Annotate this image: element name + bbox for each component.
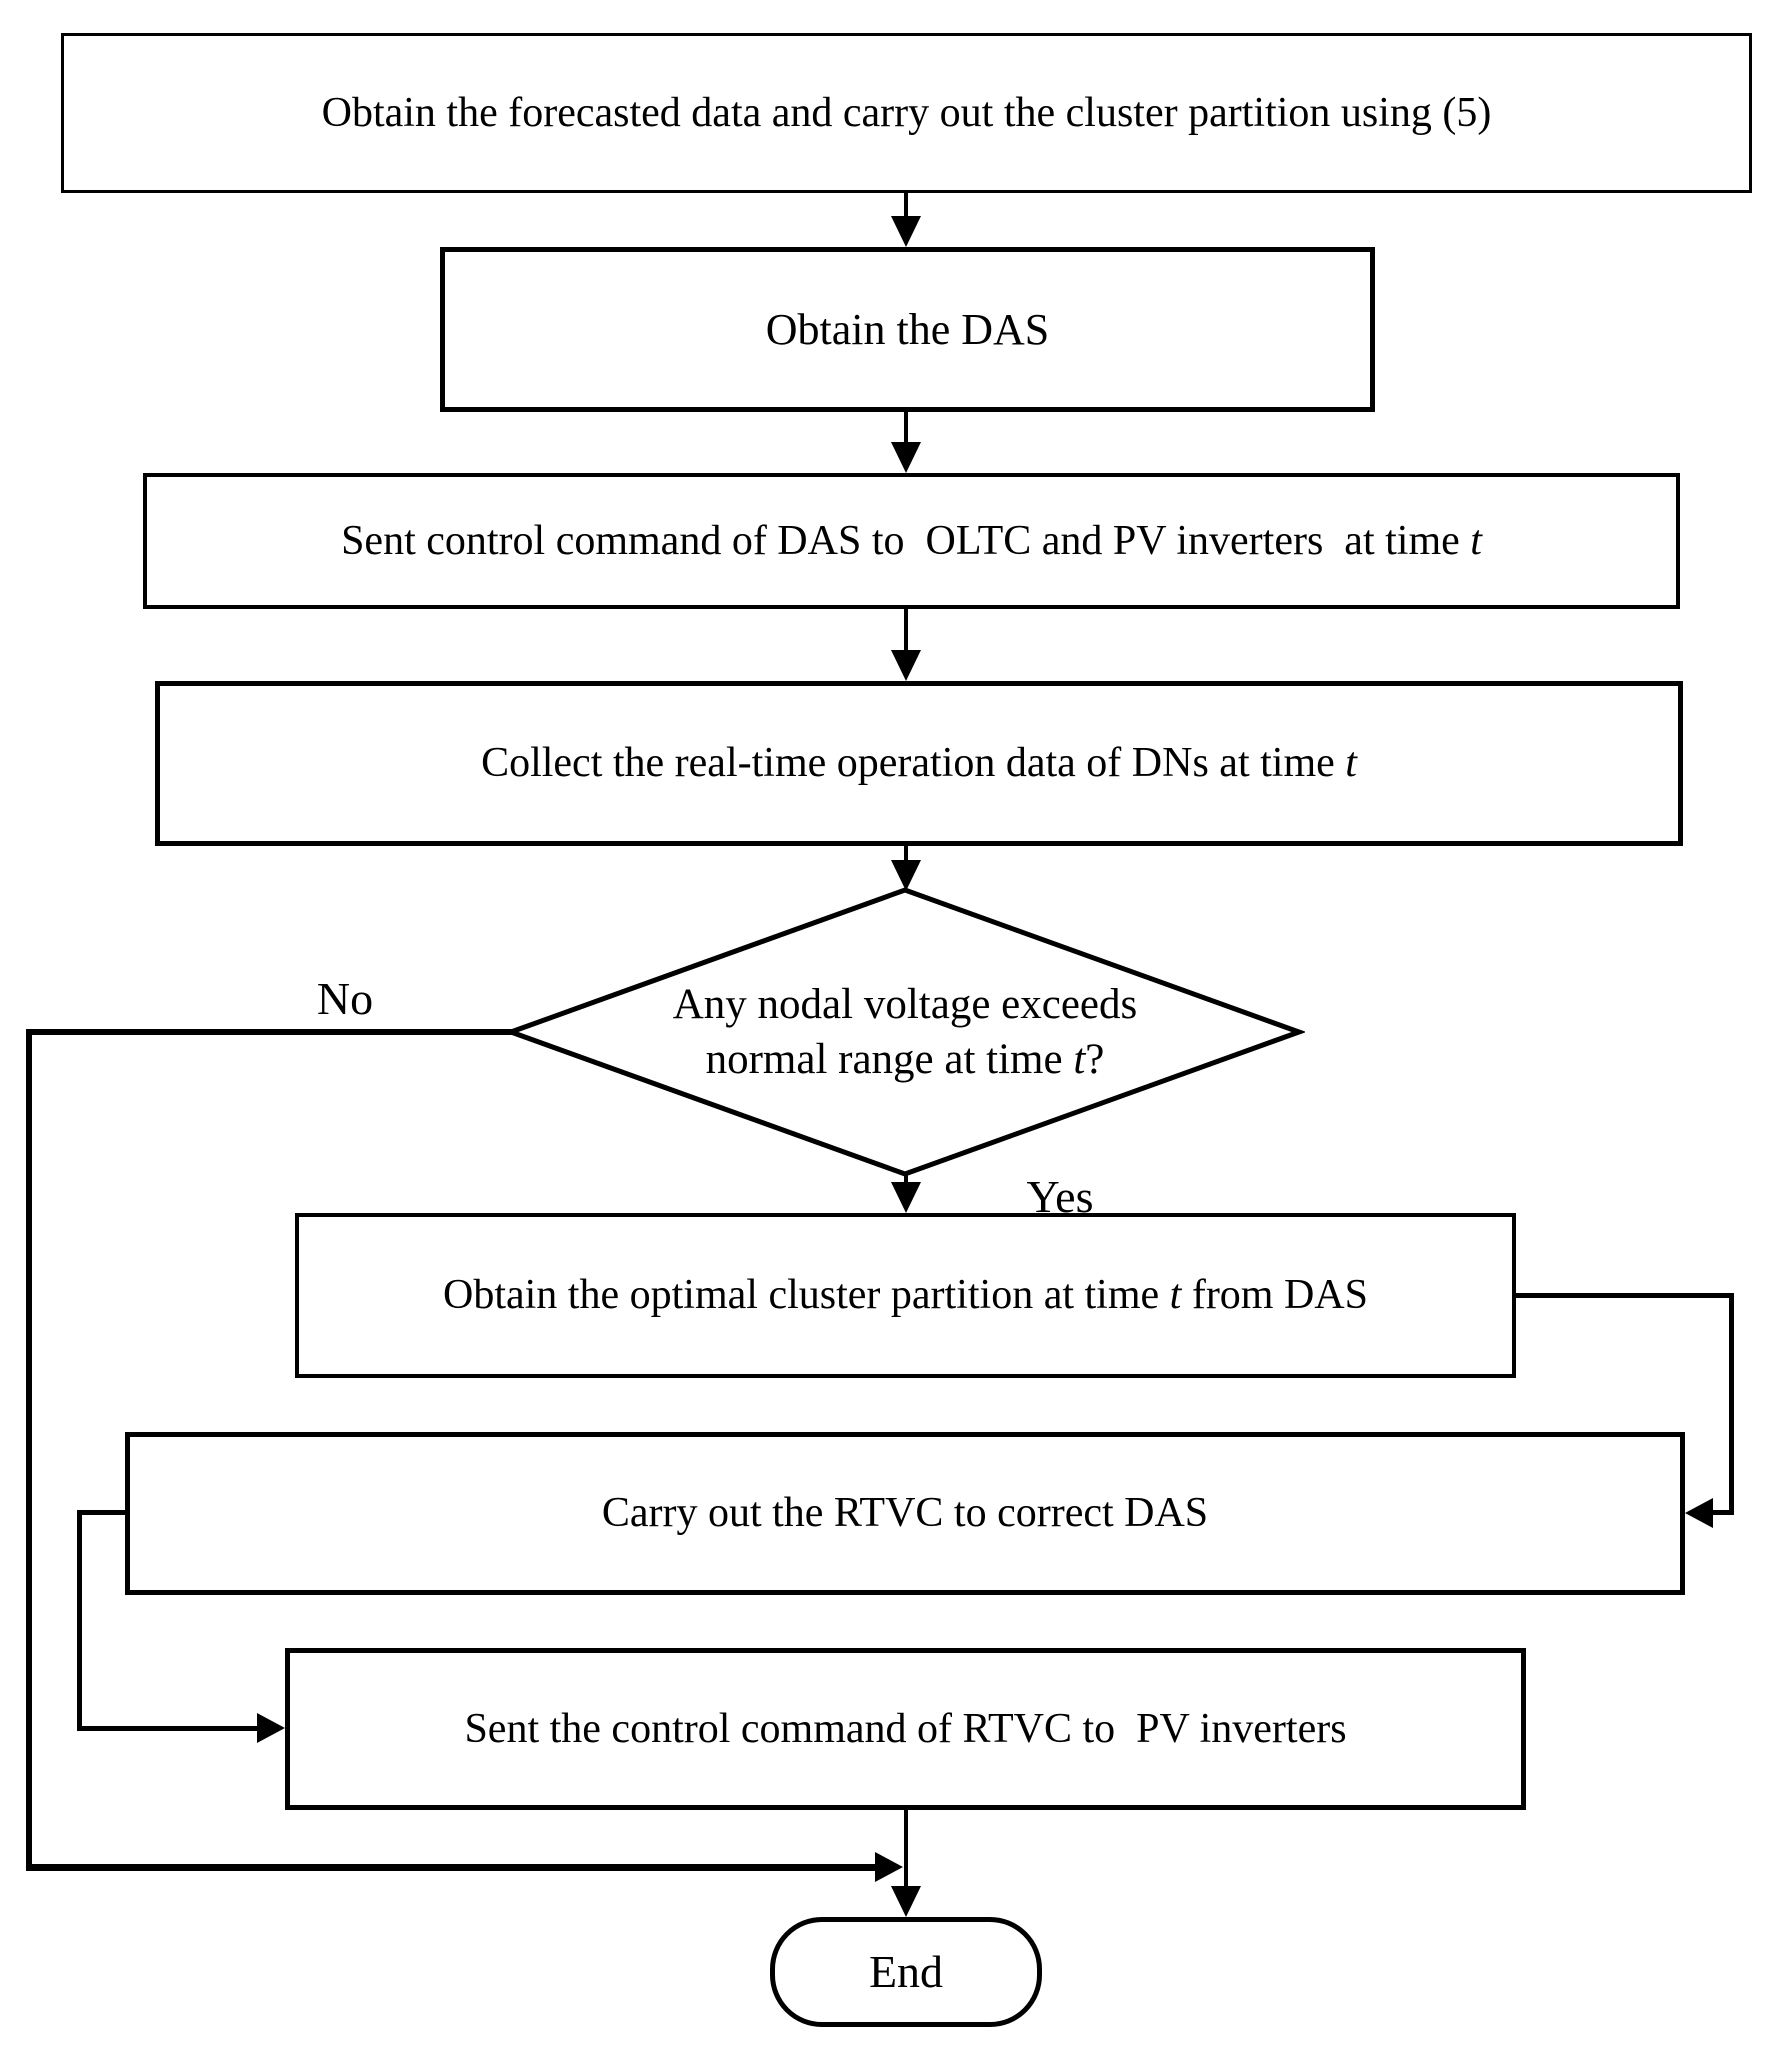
connector-box4-decision (904, 846, 908, 863)
arrowhead-into-end (891, 1886, 921, 1917)
process-box-collect-realtime-data: Collect the real-time operation data of … (155, 681, 1683, 846)
process-box-label: Collect the real-time operation data of … (481, 740, 1357, 787)
branch-label-no: No (316, 973, 374, 1024)
connector-leftpath-top (77, 1510, 125, 1515)
terminator-end: End (770, 1917, 1042, 2027)
connector-box2-box3 (904, 412, 908, 445)
process-box-send-rtvc-command: Sent the control command of RTVC to PV i… (285, 1648, 1526, 1810)
process-box-carry-out-rtvc: Carry out the RTVC to correct DAS (125, 1432, 1685, 1595)
process-box-label: Obtain the optimal cluster partition at … (443, 1272, 1368, 1319)
connector-box3-box4 (904, 609, 908, 653)
decision-diamond (505, 884, 1305, 1180)
connector-no-horizontal-top (26, 1029, 512, 1035)
connector-leftpath-bottom (79, 1726, 257, 1731)
process-box-label: Obtain the DAS (765, 305, 1050, 354)
connector-no-horizontal-bottom (26, 1864, 875, 1871)
process-box-obtain-forecasted-data: Obtain the forecasted data and carry out… (61, 33, 1752, 193)
decision-diamond-text: Any nodal voltage exceeds normal range a… (505, 884, 1305, 1180)
branch-label-yes: Yes (1026, 1171, 1094, 1222)
process-box-send-das-command: Sent control command of DAS to OLTC and … (143, 473, 1680, 609)
process-box-label: Obtain the forecasted data and carry out… (321, 89, 1492, 136)
arrowhead-into-box4 (891, 650, 921, 681)
connector-no-vertical (26, 1029, 32, 1871)
arrowhead-into-box7 (257, 1713, 285, 1743)
arrowhead-into-box2 (891, 216, 921, 247)
connector-box7-end (904, 1810, 908, 1889)
process-box-label: Sent control command of DAS to OLTC and … (341, 517, 1482, 564)
process-box-obtain-optimal-partition: Obtain the optimal cluster partition at … (295, 1213, 1516, 1378)
connector-box1-box2 (904, 193, 908, 219)
connector-feedback-stub (1713, 1510, 1734, 1515)
process-box-obtain-das: Obtain the DAS (440, 247, 1375, 412)
connector-feedback-vertical (1729, 1293, 1734, 1515)
process-box-label: Sent the control command of RTVC to PV i… (464, 1705, 1347, 1752)
arrowhead-no-junction (875, 1852, 903, 1882)
arrowhead-into-decision (891, 860, 921, 891)
connector-feedback-top (1516, 1293, 1734, 1298)
connector-leftpath-vertical (77, 1510, 82, 1731)
decision-line-2: normal range at time t? (705, 1036, 1105, 1083)
connector-decision-box5-yes (904, 1173, 908, 1185)
process-box-label: Carry out the RTVC to correct DAS (601, 1490, 1209, 1537)
arrowhead-into-box6 (1685, 1498, 1713, 1528)
decision-diamond-shape (505, 887, 1305, 1177)
arrowhead-into-box5 (891, 1182, 921, 1213)
decision-line-1: Any nodal voltage exceeds (672, 981, 1138, 1028)
terminator-end-label: End (868, 1946, 944, 1998)
arrowhead-into-box3 (891, 442, 921, 473)
